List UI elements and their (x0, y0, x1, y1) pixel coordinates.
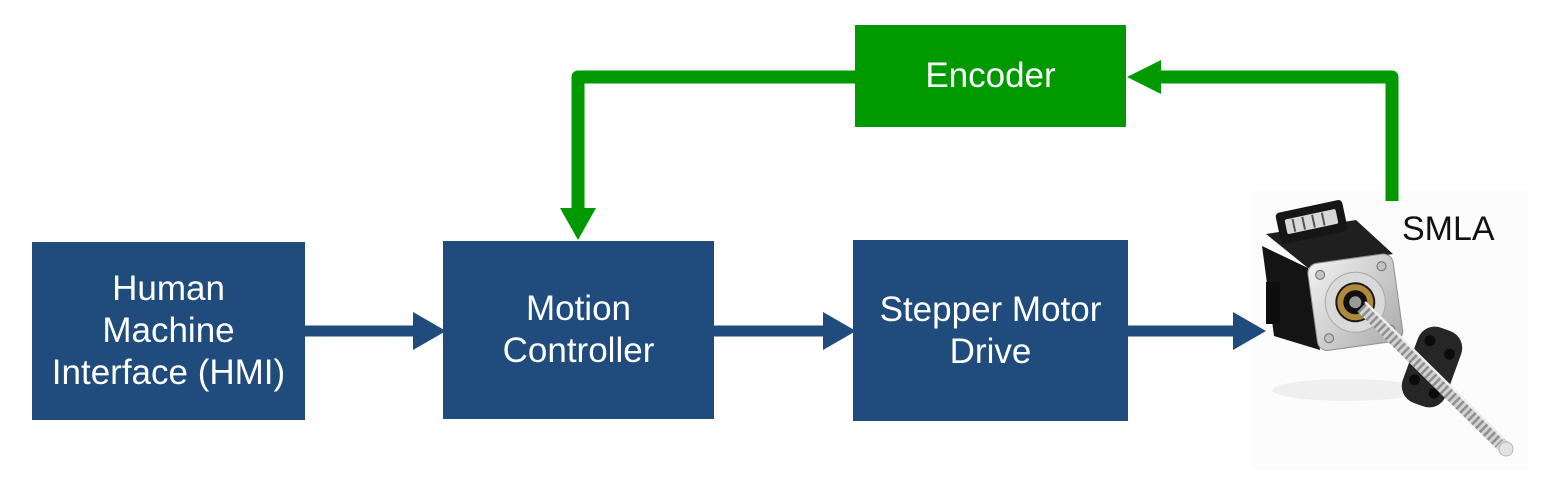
box-hmi: Human Machine Interface (HMI) (32, 242, 305, 420)
box-stepper-motor-drive: Stepper Motor Drive (853, 240, 1128, 421)
arrow-motion-controller-to-stepper-drive (714, 312, 856, 350)
motor-connector (1275, 200, 1348, 245)
box-encoder: Encoder (855, 25, 1126, 127)
lead-screw (1357, 301, 1514, 457)
arrow-stepper-drive-to-smla (1128, 312, 1266, 350)
box-hmi-label: Human Machine Interface (HMI) (51, 269, 286, 392)
box-encoder-label: Encoder (925, 56, 1056, 95)
box-stepper-motor-drive-label: Stepper Motor Drive (879, 289, 1102, 371)
arrow-hmi-to-motion-controller (305, 312, 446, 350)
smla-label: SMLA (1402, 210, 1495, 248)
smla-motor-photo (1252, 190, 1529, 470)
motor-body (1262, 200, 1514, 457)
arrow-smla-to-encoder (1127, 60, 1399, 201)
box-motion-controller: Motion Controller (443, 241, 714, 419)
box-motion-controller-label: Motion Controller (502, 289, 655, 370)
arrow-encoder-to-motion-controller (560, 70, 855, 240)
